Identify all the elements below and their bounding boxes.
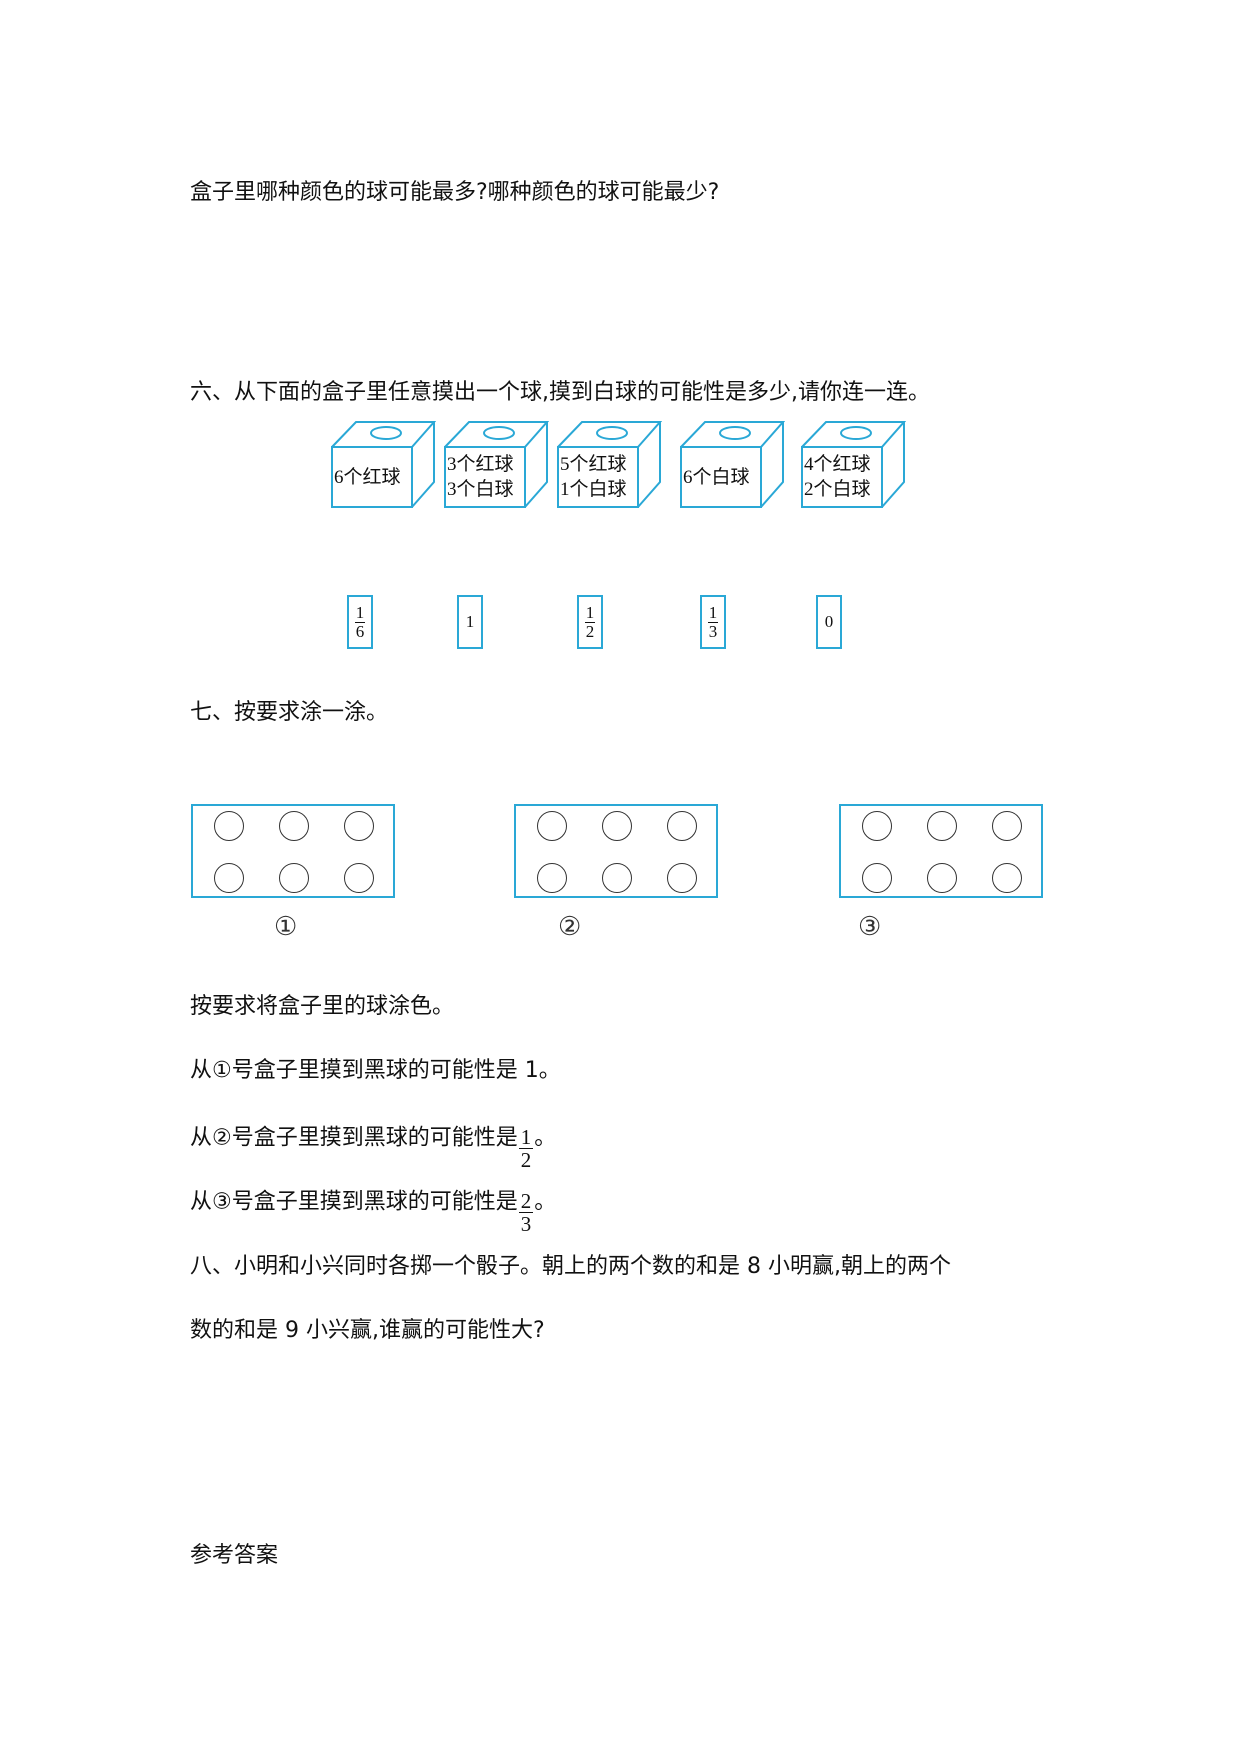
ball[interactable] bbox=[862, 863, 892, 893]
requirement-1: 从①号盒子里摸到黑球的可能性是 1。 bbox=[190, 1058, 561, 1083]
ball[interactable] bbox=[214, 863, 244, 893]
cube-label-line2: 1个白球 bbox=[560, 479, 627, 500]
numerator: 1 bbox=[354, 602, 366, 623]
ball-box-3 bbox=[839, 804, 1043, 898]
denominator: 2 bbox=[585, 621, 595, 641]
period: 。 bbox=[534, 1125, 557, 1151]
ball[interactable] bbox=[344, 863, 374, 893]
fraction: 1 2 bbox=[584, 602, 596, 641]
section8-line1: 八、小明和小兴同时各掷一个骰子。朝上的两个数的和是 8 小明赢,朝上的两个 bbox=[190, 1254, 951, 1279]
cube-label-line2: 2个白球 bbox=[804, 479, 871, 500]
fraction: 1 6 bbox=[354, 602, 366, 641]
option-value: 0 bbox=[824, 612, 834, 631]
ball[interactable] bbox=[344, 811, 374, 841]
cube-box-4: 6个白球 bbox=[679, 420, 785, 510]
cube-label-line1: 4个红球 bbox=[804, 454, 871, 475]
question-intro: 盒子里哪种颜色的球可能最多?哪种颜色的球可能最少? bbox=[190, 180, 720, 205]
ball[interactable] bbox=[992, 863, 1022, 893]
cube-label-line2: 3个白球 bbox=[447, 479, 514, 500]
cube-icon bbox=[680, 421, 785, 508]
answers-heading: 参考答案 bbox=[190, 1543, 279, 1568]
ball[interactable] bbox=[537, 863, 567, 893]
box-label-2: ② bbox=[558, 912, 582, 941]
cube-box-5: 4个红球 2个白球 bbox=[800, 420, 906, 510]
box-label-3: ③ bbox=[858, 912, 882, 941]
cube-label: 6个红球 bbox=[334, 467, 401, 488]
numerator: 2 bbox=[518, 1189, 534, 1213]
ball[interactable] bbox=[927, 863, 957, 893]
cube-icon bbox=[444, 421, 549, 508]
option-box-one-half[interactable]: 1 2 bbox=[577, 595, 603, 649]
denominator: 3 bbox=[520, 1212, 532, 1236]
cube-box-2: 3个红球 3个白球 bbox=[443, 420, 549, 510]
denominator: 2 bbox=[520, 1148, 532, 1172]
ball-box-2 bbox=[514, 804, 718, 898]
section6-title: 六、从下面的盒子里任意摸出一个球,摸到白球的可能性是多少,请你连一连。 bbox=[190, 380, 930, 405]
ball[interactable] bbox=[279, 863, 309, 893]
period: 。 bbox=[534, 1189, 557, 1215]
requirement-2-text: 从②号盒子里摸到黑球的可能性是 bbox=[190, 1125, 518, 1151]
cube-icon bbox=[557, 421, 662, 508]
ball[interactable] bbox=[927, 811, 957, 841]
section7-instruction: 按要求将盒子里的球涂色。 bbox=[190, 994, 455, 1019]
cube-icon bbox=[801, 421, 906, 508]
fraction: 1 3 bbox=[707, 602, 719, 641]
denominator: 3 bbox=[708, 621, 718, 641]
ball[interactable] bbox=[602, 811, 632, 841]
cube-label-line1: 3个红球 bbox=[447, 454, 514, 475]
section8-line2: 数的和是 9 小兴赢,谁赢的可能性大? bbox=[190, 1318, 545, 1343]
ball[interactable] bbox=[667, 811, 697, 841]
requirement-3-text: 从③号盒子里摸到黑球的可能性是 bbox=[190, 1189, 518, 1215]
option-box-one-third[interactable]: 1 3 bbox=[700, 595, 726, 649]
cube-box-1: 6个红球 bbox=[330, 420, 436, 510]
cube-label-line1: 5个红球 bbox=[560, 454, 627, 475]
ball[interactable] bbox=[667, 863, 697, 893]
numerator: 1 bbox=[707, 602, 719, 623]
ball[interactable] bbox=[214, 811, 244, 841]
option-box-one[interactable]: 1 bbox=[457, 595, 483, 649]
denominator: 6 bbox=[355, 621, 365, 641]
option-value: 1 bbox=[465, 612, 475, 631]
ball[interactable] bbox=[537, 811, 567, 841]
ball[interactable] bbox=[992, 811, 1022, 841]
cube-box-3: 5个红球 1个白球 bbox=[556, 420, 662, 510]
ball[interactable] bbox=[602, 863, 632, 893]
ball[interactable] bbox=[279, 811, 309, 841]
numerator: 1 bbox=[584, 602, 596, 623]
option-box-zero[interactable]: 0 bbox=[816, 595, 842, 649]
cube-label: 6个白球 bbox=[683, 467, 750, 488]
section7-title: 七、按要求涂一涂。 bbox=[190, 700, 389, 725]
cube-icon bbox=[331, 421, 436, 508]
option-box-one-sixth[interactable]: 1 6 bbox=[347, 595, 373, 649]
box-label-1: ① bbox=[274, 912, 298, 941]
ball[interactable] bbox=[862, 811, 892, 841]
ball-box-1 bbox=[191, 804, 395, 898]
numerator: 1 bbox=[518, 1125, 534, 1149]
